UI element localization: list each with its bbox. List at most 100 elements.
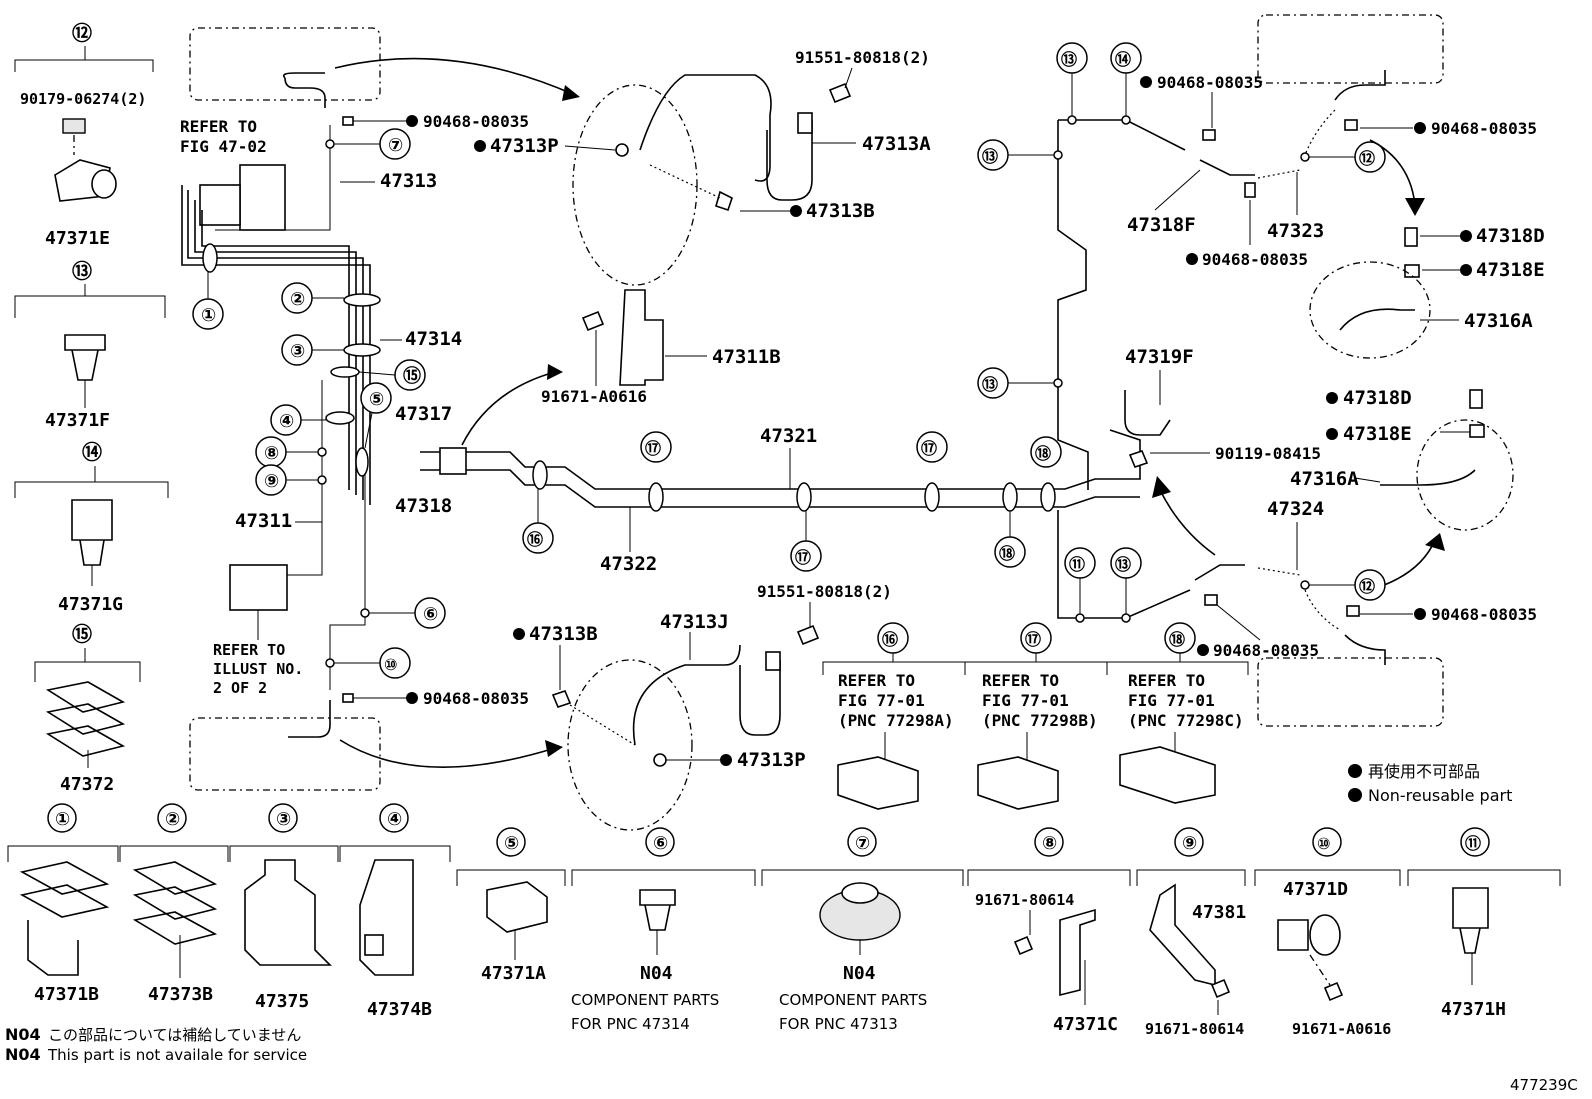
part-N04-b: N04 [843,963,876,984]
part-47371G: 47371G [58,594,123,615]
part-47371A: 47371A [481,963,546,984]
clamp-18-icon [1119,746,1216,804]
comp-note-6-line2: FOR PNC 47314 [571,1015,690,1033]
label-90468-bottom-left: 90468-08035 [423,689,529,708]
label-91551-bottom: 91551-80818(2) [757,582,892,601]
ref17-line3: (PNC 77298B) [982,711,1098,730]
hose-end-bottom [765,651,781,671]
ref18-line1: REFER TO [1128,671,1205,690]
part-47371E: 47371E [45,228,110,249]
part-47313B-bottom: 47313B [529,623,598,645]
callout-15-left: ⑮ [72,622,92,646]
bolt-47318d-lower-icon [1469,389,1483,409]
abs-module-icon [239,164,286,231]
clamp-47371d-icon [1277,919,1309,951]
label-91671-80614-a: 91671-80614 [975,891,1074,909]
clip-n04-47314-icon [639,889,676,931]
callout-9: ⑨ [264,471,279,492]
part-47316A-top: 47316A [1464,310,1533,332]
label-90119: 90119-08415 [1215,444,1321,463]
pipe-lower-mid-icon [1194,564,1245,581]
bolt-91671-icon [581,310,605,332]
part-47381: 47381 [1192,902,1246,923]
callout-12: ⑫ [72,21,92,45]
clamp-47371b-icon [19,861,110,976]
callout-12b: ⑫ [1359,577,1375,596]
clamp-17-icon [977,756,1059,810]
left-item-13: ⑬ 47371F [14,259,166,431]
washer-icon [615,143,629,157]
hose-loop-bottom [739,660,781,736]
node-11 [1075,613,1085,623]
bolt-91671-A0616-b-icon [1323,981,1344,1002]
bolt-47313b-bottom-icon [551,690,572,708]
node-9 [317,475,327,485]
clamp-47371d-ring [1309,914,1341,956]
node-7 [325,139,335,149]
callout-17c: ⑰ [921,439,937,458]
tube-lower-right [1057,510,1191,619]
pipe-47318f-icon [1199,159,1255,176]
ref16-line1: REFER TO [838,671,915,690]
clip-47375-icon [244,859,332,966]
callout-6: ⑥ [423,604,438,625]
clip-47323-icon [1244,182,1256,198]
callout-2: ② [290,289,305,310]
part-47313: 47313 [380,170,437,192]
part-N04-a: N04 [640,963,673,984]
callout-13b: ⑬ [982,147,998,166]
part-47371D: 47371D [1283,879,1348,900]
arrow-top [334,57,576,96]
detail-ellipse-right-top [1309,261,1431,359]
part-47313A: 47313A [862,133,931,155]
node-13d [1121,613,1131,623]
node-6 [360,608,370,618]
callout-17a: ⑰ [645,439,661,458]
node-12b [1300,580,1310,590]
clip-47371f-icon [64,334,106,381]
callout-15: ⑮ [403,365,421,387]
part-47319F: 47319F [1125,346,1194,368]
clamp-15 [330,366,360,378]
part-47324: 47324 [1267,498,1324,520]
footnote-code-1: N04 [5,1025,41,1044]
bolt-91671-80614-b-icon [1210,978,1231,999]
pipe-end-right-top [1334,70,1386,101]
left-item-14: ⑭ 47371G [14,440,169,615]
label-91671-A0616-b: 91671-A0616 [1292,1020,1391,1038]
part-47374B: 47374B [367,999,432,1020]
detail-box-right-top [1257,14,1444,84]
detail-box-bottom [189,717,381,791]
bottom-callout-8: ⑧ [1042,833,1057,854]
comp-note-7-line2: FOR PNC 47313 [779,1015,898,1033]
frame-line-right [1057,120,1089,490]
part-47313B-top: 47313B [806,200,875,222]
bottom-callout-3: ③ [276,809,291,830]
non-reusable-dot-icon [1348,764,1362,778]
label-91671-80614-b: 91671-80614 [1145,1020,1244,1038]
hose-47313j-icon [632,644,741,746]
part-47373B: 47373B [148,984,213,1005]
part-47318E-top: 47318E [1476,259,1545,281]
bottom-callout-11: ⑪ [1465,834,1481,853]
clamp-18a [1002,482,1018,512]
part-47313P-bottom: 47313P [737,749,806,771]
label-90468-top-left: 90468-08035 [423,112,529,131]
clip-47371g-icon [71,499,113,566]
clamp-47371a-icon [486,881,548,933]
part-47313P-top: 47313P [490,135,559,157]
bolt-47313b-icon [715,190,733,212]
ref17-line2: FIG 77-01 [982,691,1069,710]
footnotes: N04 この部品については補給していません N04 This part is n… [5,1025,307,1064]
callout-16: ⑯ [527,530,543,549]
label-91551-top: 91551-80818(2) [795,48,930,67]
footnote-en: This part is not availale for service [47,1046,307,1064]
refer-illust-line3: 2 OF 2 [213,679,267,697]
left-item-12: ⑫ 90179-06274(2) 47371E [14,21,154,249]
clamp-47373b-icon [132,861,218,945]
part-number-90179: 90179-06274(2) [20,90,146,108]
tube-47322 [420,469,1140,508]
fitting-icon-bottom [342,693,354,703]
